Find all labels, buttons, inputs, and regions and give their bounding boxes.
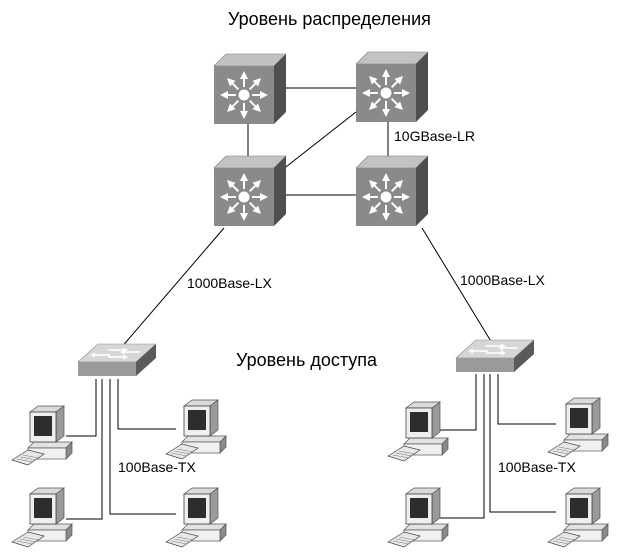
distribution-level-title: Уровень распределения [228,9,431,29]
link-label-100base-tx-right: 100Base-TX [498,459,576,475]
workstation-icon [165,487,227,548]
workstation-icon [387,487,449,548]
core-switch-top-left [214,54,286,124]
link-label-1000base-lx-left: 1000Base-LX [187,275,273,291]
access-cabling-left [66,379,176,520]
uplink-right [421,227,493,344]
workstation-icon [11,405,73,466]
access-switch-right [455,339,535,373]
workstation-icon [547,487,609,548]
access-cabling-right [440,374,556,519]
workstation-icon [547,397,609,458]
access-level-title: Уровень доступа [236,350,378,370]
link-core-diagonal [281,111,357,171]
link-label-1000base-lx-right: 1000Base-LX [460,272,546,288]
access-switch-left [77,343,157,377]
workstation-icon [387,401,449,462]
core-switch-bottom-right [356,156,428,226]
core-links [247,87,389,196]
core-switch-bottom-left [214,156,286,226]
core-switch-top-right [356,52,428,122]
link-label-100base-tx-left: 100Base-TX [118,459,196,475]
uplink-left [119,227,225,350]
workstation-icon [11,487,73,548]
link-label-10gbase-lr: 10GBase-LR [394,128,475,144]
